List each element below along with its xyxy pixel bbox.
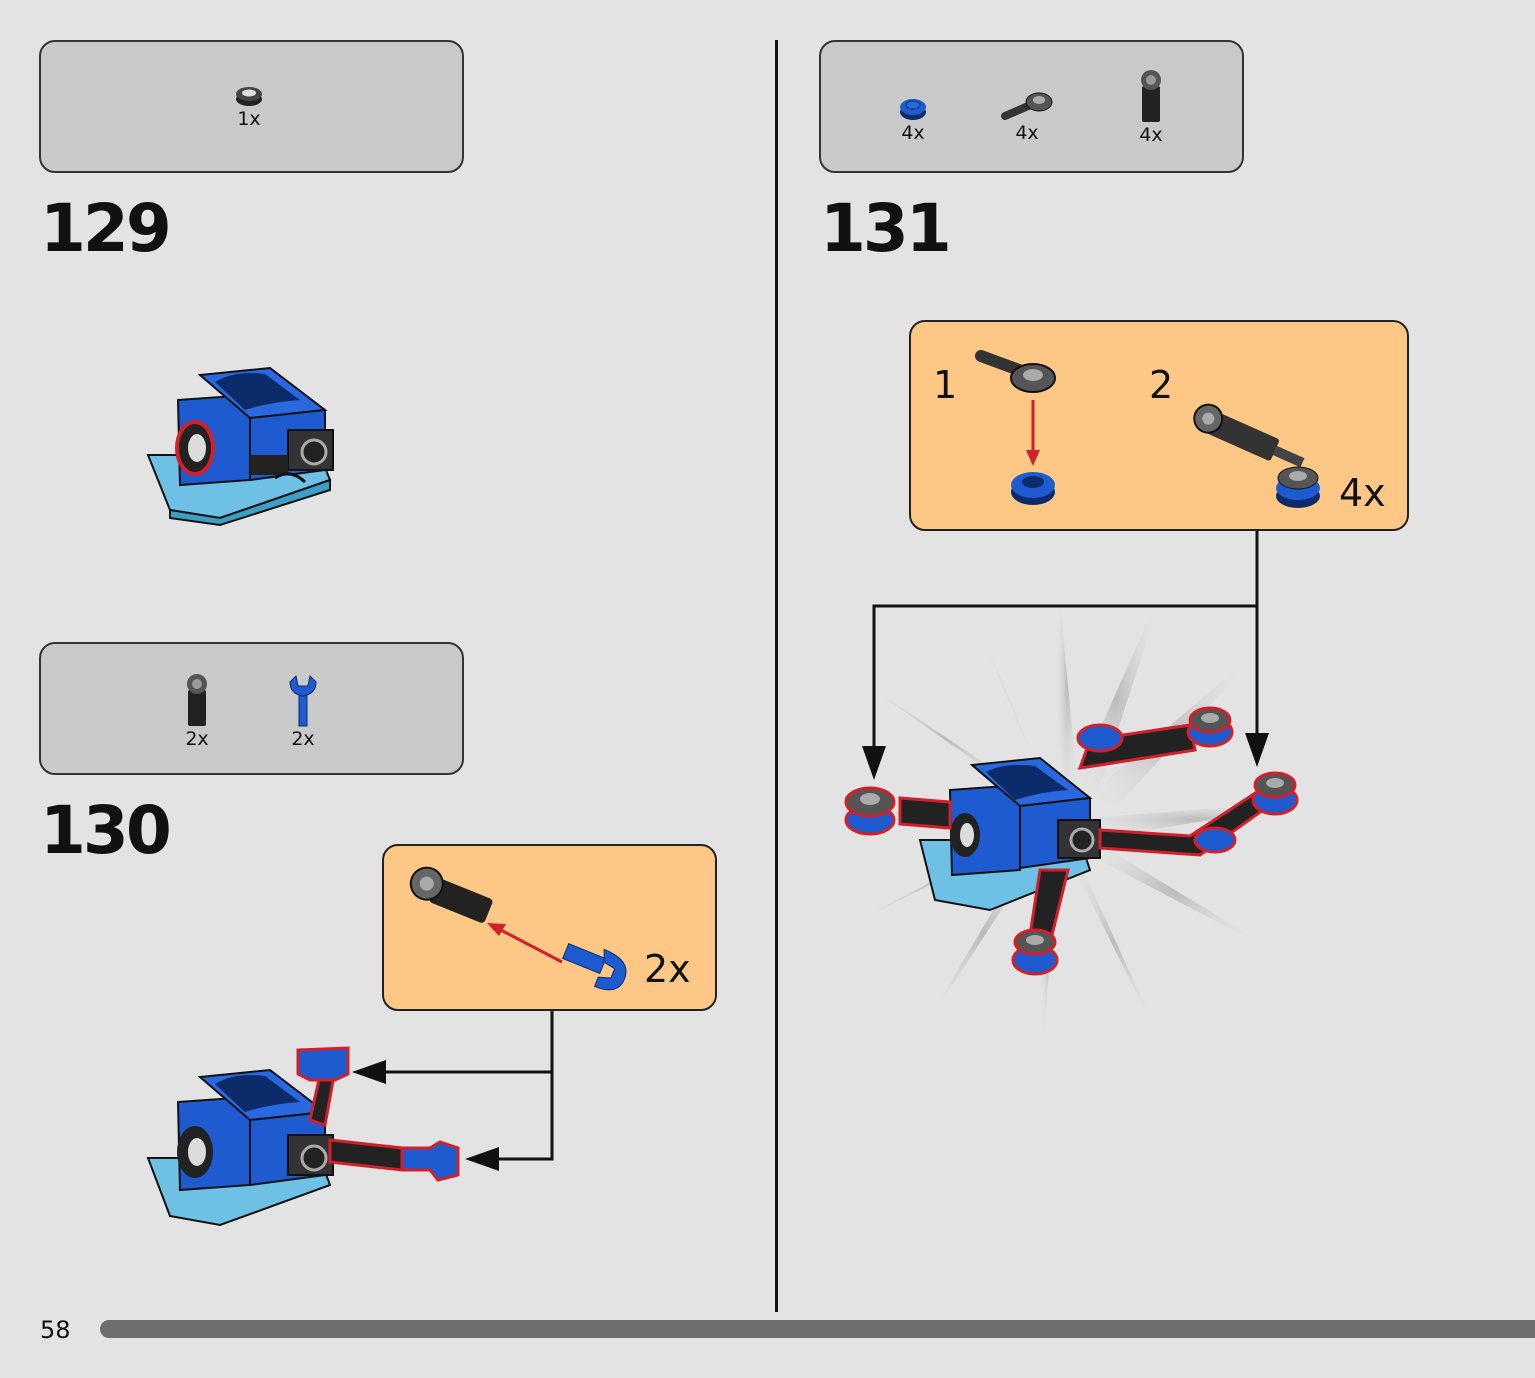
part-item: 4x bbox=[997, 88, 1057, 144]
step-129-parts-box: 1x bbox=[39, 40, 464, 173]
part-qty: 2x bbox=[185, 728, 209, 750]
model-step-131 bbox=[800, 550, 1330, 1090]
part-qty: 4x bbox=[1015, 122, 1039, 144]
step-number-129: 129 bbox=[40, 190, 172, 267]
sub-step-1-label: 1 bbox=[933, 363, 958, 407]
part-qty: 4x bbox=[1139, 124, 1163, 146]
connector-black-icon bbox=[187, 674, 207, 726]
connector-black-icon bbox=[1141, 70, 1161, 122]
callout-qty: 2x bbox=[644, 947, 691, 991]
part-item: 4x bbox=[893, 94, 933, 144]
part-item: 2x bbox=[281, 672, 325, 750]
model-step-129 bbox=[146, 366, 334, 527]
part-qty: 1x bbox=[237, 108, 261, 130]
step-number-130: 130 bbox=[40, 792, 172, 869]
part-item: 4x bbox=[1129, 68, 1173, 146]
page-divider bbox=[775, 40, 778, 1312]
step-number-131: 131 bbox=[820, 190, 952, 267]
page-number: 58 bbox=[40, 1316, 71, 1344]
callout-130-assembly bbox=[409, 866, 627, 991]
step-131-callout: 1 2 4x bbox=[909, 320, 1409, 531]
step-130-parts-box: 2x 2x bbox=[39, 642, 464, 775]
part-item: 2x bbox=[175, 672, 219, 750]
step-131-parts-box: 4x 4x 4x bbox=[819, 40, 1244, 173]
progress-bar bbox=[100, 1320, 1535, 1338]
sub-step-2-label: 2 bbox=[1149, 363, 1174, 407]
round-plate-blue-icon bbox=[900, 99, 926, 120]
callout-qty: 4x bbox=[1339, 471, 1386, 515]
part-qty: 2x bbox=[291, 728, 315, 750]
round-plate-dark-grey-icon bbox=[236, 87, 262, 106]
clip-blue-icon bbox=[289, 674, 317, 727]
callout-131-substep-2 bbox=[1193, 403, 1320, 508]
step-130-callout: 2x bbox=[382, 844, 717, 1011]
part-qty: 4x bbox=[901, 122, 925, 144]
callout-131-substep-1 bbox=[975, 350, 1056, 505]
model-step-130 bbox=[146, 1046, 460, 1227]
ball-joint-arm-icon bbox=[1001, 92, 1053, 120]
progress-bar-fill bbox=[100, 1320, 1535, 1338]
part-item: 1x bbox=[229, 84, 269, 130]
